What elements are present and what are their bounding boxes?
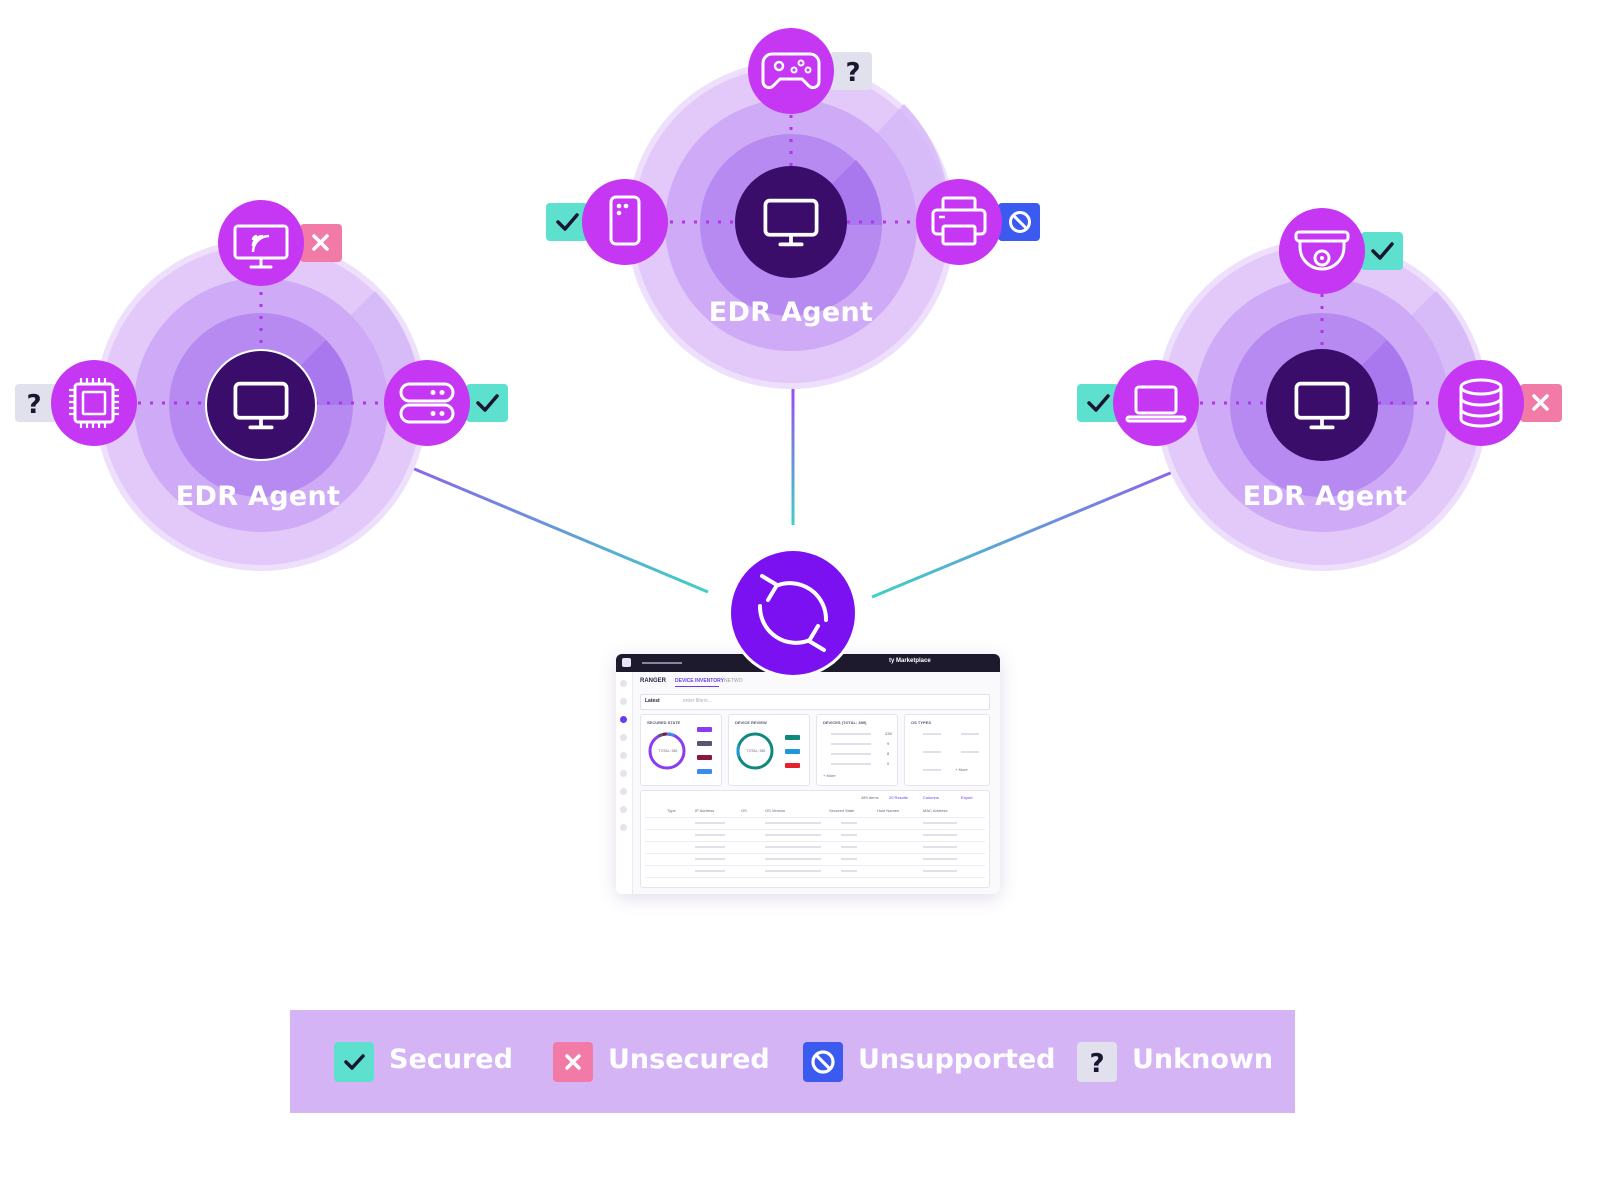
legend-label: Unsecured	[608, 1044, 770, 1075]
page-title: RANGER	[640, 678, 667, 684]
device-count: 338	[885, 731, 892, 736]
card-secured-state: SECURED STATE TOTAL: 389	[640, 714, 722, 786]
dashboard-sidebar	[616, 672, 633, 894]
device-count: 8	[887, 751, 890, 756]
logo-icon	[622, 658, 631, 667]
pill-unsupported	[697, 769, 712, 774]
svg-text:?: ?	[26, 390, 41, 420]
device-count: 9	[887, 741, 890, 746]
agent-cluster-center	[627, 61, 955, 389]
device-node-camera	[1279, 208, 1403, 294]
status-legend: Secured Unsecured Unsupported ? Unknown	[290, 1010, 1295, 1113]
agent-cluster-left	[95, 239, 427, 571]
card-device-review: DEVICE REVIEW TOTAL: 389	[728, 714, 810, 786]
active-tab-underline	[675, 686, 719, 687]
pill-secured	[697, 727, 712, 732]
sidebar-item[interactable]	[620, 752, 627, 759]
column-header[interactable]: MAC Address	[923, 808, 948, 813]
device-table: 389 Items 20 Results Columns Export Type…	[640, 790, 990, 888]
filter-latest-dropdown[interactable]: Latest	[645, 698, 660, 704]
column-header[interactable]: Secured State	[829, 808, 855, 813]
device-node-wifi-monitor	[218, 200, 342, 286]
sync-hub	[728, 548, 858, 678]
device-node-laptop	[1077, 360, 1199, 446]
device-count: 0	[887, 761, 890, 766]
pill-reviewed	[785, 735, 800, 740]
marketplace-label[interactable]: ty Marketplace	[889, 658, 931, 664]
column-header[interactable]: IP Address	[695, 808, 715, 813]
filter-input[interactable]: enter filters...	[683, 698, 712, 704]
tab-device-inventory[interactable]: DEVICE INVENTORY	[675, 678, 724, 684]
legend-label: Unknown	[1132, 1044, 1274, 1075]
device-node-server	[384, 360, 508, 446]
agent-cluster-right	[1156, 239, 1488, 571]
sidebar-item[interactable]	[620, 806, 627, 813]
device-node-chip: ?	[15, 360, 137, 446]
card-title: OS TYPES	[911, 720, 932, 725]
secured-donut	[648, 732, 686, 770]
breadcrumb	[642, 662, 682, 664]
device-node-phone	[546, 179, 668, 265]
card-devices: DEVICES (TOTAL: 389) 338 9 8 0 + More	[816, 714, 898, 786]
prohibited-icon	[803, 1042, 843, 1082]
column-header[interactable]: Type	[667, 808, 676, 813]
columns-dropdown[interactable]: Columns	[923, 795, 939, 800]
check-icon	[334, 1042, 374, 1082]
question-icon: ?	[1077, 1042, 1117, 1082]
tab-network[interactable]: NETWO	[724, 678, 743, 684]
export-button[interactable]: Export	[961, 795, 973, 800]
results-dropdown[interactable]: 20 Results	[889, 795, 908, 800]
sidebar-item[interactable]	[620, 824, 627, 831]
items-count: 389 Items	[861, 795, 879, 800]
review-donut	[736, 732, 774, 770]
sidebar-item-ranger[interactable]	[620, 716, 627, 723]
legend-label: Secured	[389, 1044, 513, 1075]
agent-label-right: EDR Agent	[1242, 481, 1408, 512]
card-total: TOTAL: 389	[658, 749, 678, 753]
pill-flagged	[785, 763, 800, 768]
device-node-printer	[916, 179, 1040, 265]
pill-unsecured	[697, 741, 712, 746]
column-header[interactable]: Host Names	[877, 808, 900, 813]
legend-label: Unsupported	[858, 1044, 1056, 1075]
sidebar-item[interactable]	[620, 734, 627, 741]
card-total: TOTAL: 389	[746, 749, 766, 753]
more-link[interactable]: + More	[955, 767, 968, 772]
card-os-types: OS TYPES + More	[904, 714, 990, 786]
sidebar-item[interactable]	[620, 788, 627, 795]
agent-label-left: EDR Agent	[175, 481, 341, 512]
pill-pending	[785, 749, 800, 754]
svg-text:?: ?	[1089, 1049, 1104, 1079]
column-header[interactable]: OS Version	[765, 808, 786, 813]
svg-text:?: ?	[845, 58, 860, 88]
device-node-game-controller: ?	[748, 28, 872, 114]
ranger-dashboard-preview: ty Marketplace RANGER DEVICE INVENTORY N…	[616, 654, 1000, 894]
card-title: SECURED STATE	[647, 720, 681, 725]
agent-label-center: EDR Agent	[708, 297, 874, 328]
device-node-database	[1438, 360, 1562, 446]
sidebar-item[interactable]	[620, 680, 627, 687]
card-title: DEVICE REVIEW	[735, 720, 767, 725]
more-link[interactable]: + More	[823, 773, 836, 778]
x-icon	[553, 1042, 593, 1082]
column-header[interactable]: OS	[741, 808, 747, 813]
sidebar-item[interactable]	[620, 698, 627, 705]
pill-unknown	[697, 755, 712, 760]
card-title: DEVICES (TOTAL: 389)	[823, 720, 867, 725]
sidebar-item[interactable]	[620, 770, 627, 777]
filter-bar[interactable]: Latest enter filters...	[640, 694, 990, 710]
